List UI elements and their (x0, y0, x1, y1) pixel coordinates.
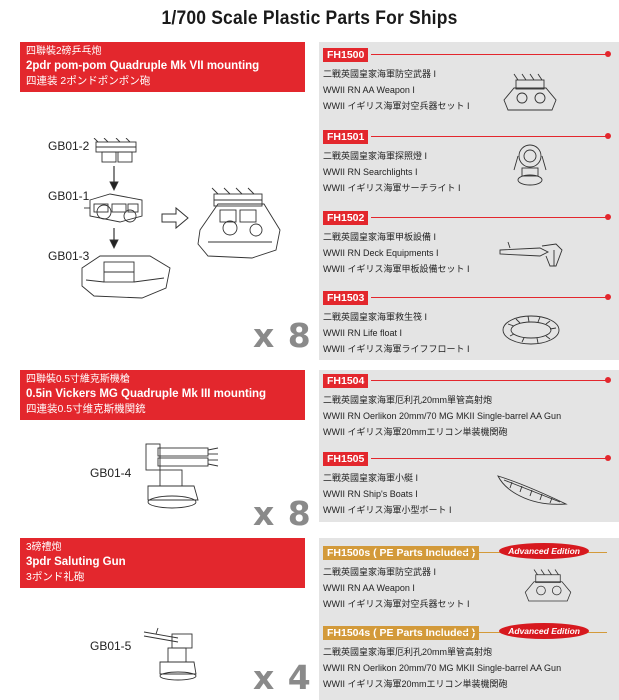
banner-line-en: 2pdr pom-pom Quadruple Mk VII mounting (26, 60, 260, 72)
product-panel-3 (319, 538, 619, 700)
divider (371, 380, 607, 381)
bullet-dot-icon (605, 214, 611, 220)
section-banner-vickers: 四聯裝0.5寸維克斯機槍 0.5in Vickers MG Quadruple … (20, 370, 305, 420)
section-banner-saluting-gun: 3磅禮炮 3pdr Saluting Gun 3ポンド礼砲 (20, 538, 305, 588)
product-code: FH1503 (323, 291, 369, 305)
product-code: FH1505 (323, 452, 369, 466)
pompom-exploded-diagram (81, 138, 281, 299)
product-name-en: WWII RN AA Weapon I (323, 583, 415, 593)
divider (371, 136, 607, 137)
vickers-mg-diagram (145, 443, 219, 509)
product-panel-1 (319, 42, 619, 360)
product-name-cn: 二戰英國皇家海軍甲板設備 I (323, 232, 437, 242)
banner-line-en: 0.5in Vickers MG Quadruple Mk III mounti… (26, 388, 267, 400)
product-name-cn: 二戰英國皇家海軍探照燈 I (323, 151, 428, 161)
banner-line-cn: 3磅禮炮 (26, 542, 62, 553)
divider (371, 458, 607, 459)
product-item: FH1500s ( PE Parts Included ) Advanced E… (323, 543, 615, 612)
part-label: GB01-3 (48, 249, 90, 263)
advanced-edition-badge: Advanced Edition (499, 623, 589, 639)
product-name-jp: WWII イギリス海軍20mmエリコン単装機関砲 (323, 679, 508, 689)
product-item: FH1501 二戰英國皇家海軍探照燈 I WWII RN Searchlight… (323, 130, 615, 196)
product-panel-2 (319, 370, 619, 522)
product-name-cn: 二戰英國皇家海軍厄利孔20mm單管高射炮 (323, 395, 493, 405)
divider (371, 217, 607, 218)
product-name-en: WWII RN Life float I (323, 328, 403, 338)
deck-equipment-thumbnail-icon (499, 241, 563, 267)
product-item: FH1504 二戰英國皇家海軍厄利孔20mm單管高射炮 WWII RN Oerl… (323, 374, 615, 440)
product-item: FH1500 二戰英國皇家海軍防空武器 I WWII RN AA Weapon … (323, 48, 615, 114)
product-code: FH1501 (323, 130, 369, 144)
part-label: GB01-2 (48, 139, 90, 153)
product-code: FH1500 (323, 48, 369, 62)
product-name-en: WWII RN Oerlikon 20mm/70 MG MKII Single-… (323, 411, 562, 421)
product-name-jp: WWII イギリス海軍小型ボート I (323, 505, 452, 515)
ships-boat-thumbnail-icon (497, 475, 568, 505)
product-name-jp: WWII イギリス海軍甲板設備セット I (323, 264, 470, 274)
product-name-en: WWII RN Searchlights I (323, 167, 418, 177)
searchlight-thumbnail-icon (513, 144, 547, 186)
part-label: GB01-1 (48, 189, 90, 203)
product-name-cn: 二戰英國皇家海軍防空武器 I (323, 69, 437, 79)
bullet-dot-icon (605, 294, 611, 300)
product-item: FH1503 二戰英國皇家海軍救生筏 I WWII RN Life float … (323, 291, 615, 357)
product-code: FH1504s ( PE Parts Included ) (323, 626, 480, 640)
product-name-cn: 二戰英國皇家海軍防空武器 I (323, 567, 437, 577)
quantity-multiplier: x 8 (253, 494, 312, 533)
product-code: FH1500s ( PE Parts Included ) (323, 546, 480, 560)
aa-weapon-thumbnail-icon (503, 73, 557, 111)
banner-line-cn: 四聯裝2磅乒乓炮 (26, 46, 102, 57)
product-code: FH1504 (323, 374, 369, 388)
part-label: GB01-4 (90, 466, 132, 480)
product-name-en: WWII RN Oerlikon 20mm/70 MG MKII Single-… (323, 663, 562, 673)
aa-weapon-thumbnail-icon (524, 569, 572, 602)
product-name-jp: WWII イギリス海軍ライフフロート I (323, 344, 470, 354)
product-name-en: WWII RN AA Weapon I (323, 85, 415, 95)
product-name-jp: WWII イギリス海軍20mmエリコン単装機関砲 (323, 427, 508, 437)
product-name-cn: 二戰英國皇家海軍救生筏 I (323, 312, 428, 322)
bullet-dot-icon (605, 51, 611, 57)
part-label: GB01-5 (90, 639, 132, 653)
product-name-en: WWII RN Deck Equipments I (323, 248, 439, 258)
product-code: FH1502 (323, 211, 369, 225)
product-item: FH1502 二戰英國皇家海軍甲板設備 I WWII RN Deck Equip… (323, 211, 615, 277)
divider (371, 54, 607, 55)
banner-line-jp: 3ポンド礼砲 (26, 571, 85, 583)
banner-line-cn: 四聯裝0.5寸維克斯機槍 (26, 374, 130, 385)
divider (371, 297, 607, 298)
bullet-dot-icon (605, 377, 611, 383)
product-name-cn: 二戰英國皇家海軍小艇 I (323, 473, 419, 483)
product-name-jp: WWII イギリス海軍対空兵器セット I (323, 599, 470, 609)
product-name-jp: WWII イギリス海軍サーチライト I (323, 183, 461, 193)
banner-line-en: 3pdr Saluting Gun (26, 556, 126, 568)
product-name-jp: WWII イギリス海軍対空兵器セット I (323, 101, 470, 111)
advanced-edition-badge: Advanced Edition (499, 543, 589, 559)
section-banner-pompom: 四聯裝2磅乒乓炮 2pdr pom-pom Quadruple Mk VII m… (20, 42, 305, 92)
product-item: FH1504s ( PE Parts Included ) Advanced E… (323, 623, 615, 692)
page-title: 1/700 Scale Plastic Parts For Ships (161, 8, 458, 29)
product-name-cn: 二戰英國皇家海軍厄利孔20mm單管高射炮 (323, 647, 493, 657)
bullet-dot-icon (605, 455, 611, 461)
product-name-en: WWII RN Ship's Boats I (323, 489, 418, 499)
bullet-dot-icon (605, 133, 611, 139)
banner-line-jp: 四連装 2ポンドポンポン砲 (26, 75, 151, 87)
life-float-thumbnail-icon (502, 315, 560, 345)
quantity-multiplier: x 4 (253, 658, 312, 697)
product-item: FH1505 二戰英國皇家海軍小艇 I WWII RN Ship's Boats… (323, 452, 615, 518)
banner-line-jp: 四連装0.5寸维克斯機関銃 (26, 403, 146, 415)
quantity-multiplier: x 8 (253, 316, 312, 355)
saluting-gun-diagram (143, 627, 197, 681)
